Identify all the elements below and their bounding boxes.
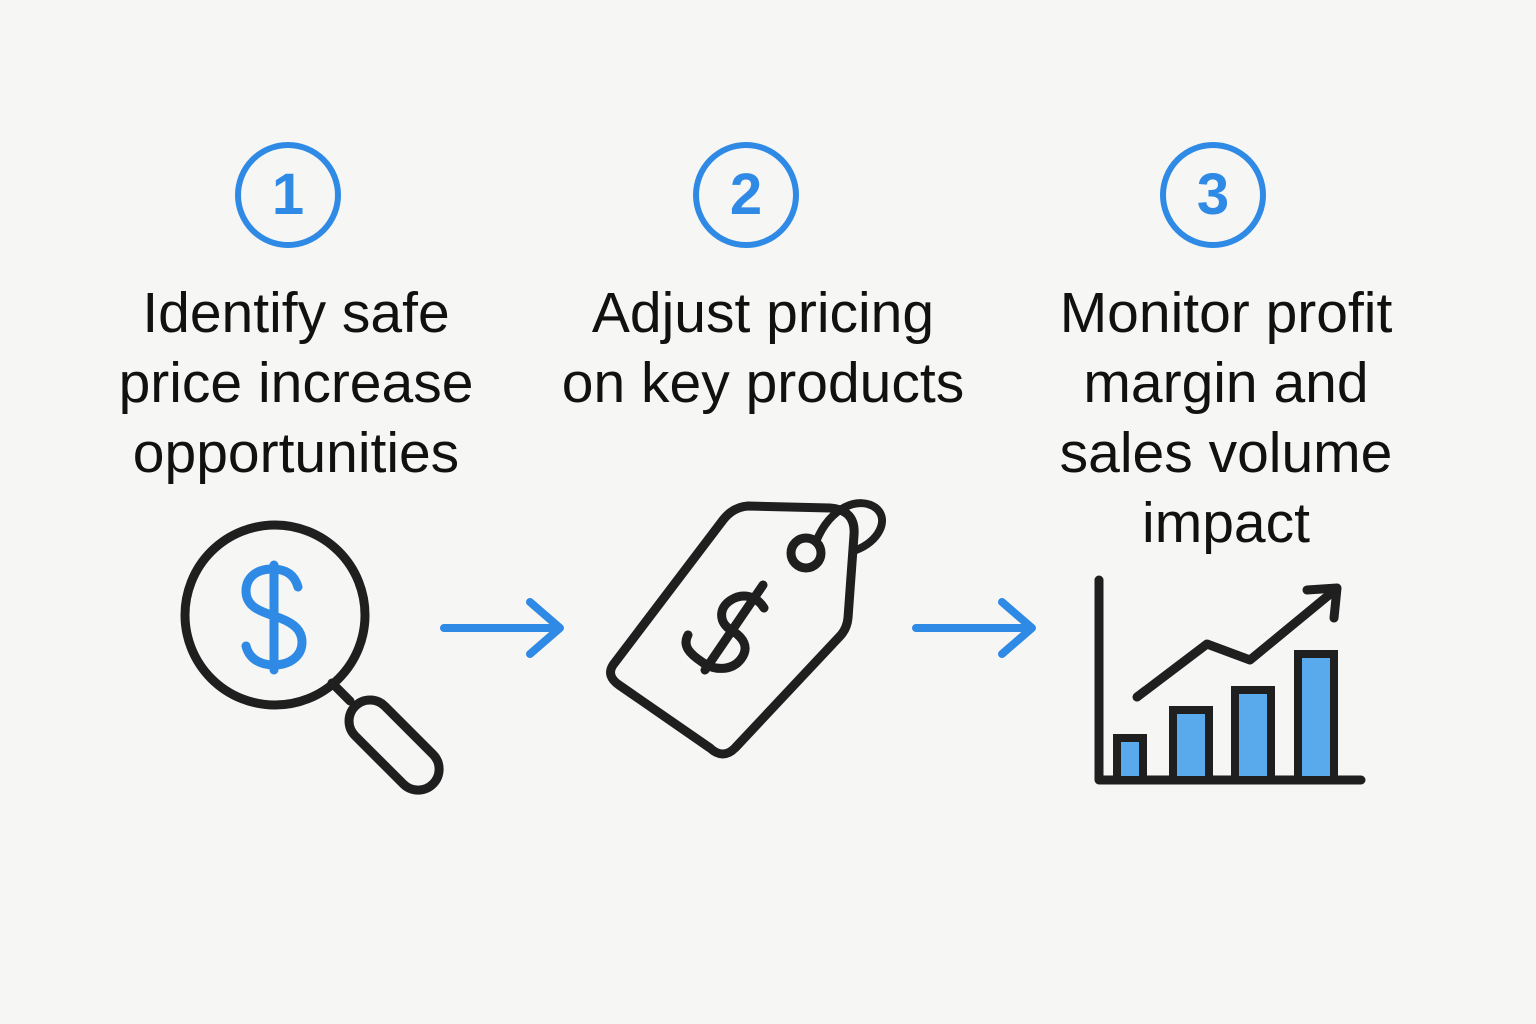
step-1-label: Identify safe price increase opportuniti… [76, 278, 516, 488]
step-2-number: 2 [729, 162, 763, 227]
step-2-label: Adjust pricing on key products [543, 278, 983, 418]
step-1-label-line: Identify safe [142, 281, 450, 345]
price-tag-dollar-icon [606, 499, 886, 759]
magnifying-glass-dollar-icon [180, 520, 444, 795]
step-3-label-line: Monitor profit [1059, 281, 1393, 345]
arrow-right-icon [912, 598, 1036, 658]
step-2-label-line: Adjust pricing [591, 281, 935, 345]
step-3-label-line: sales volume [1059, 421, 1393, 485]
step-3-number-badge: 3 [1160, 142, 1266, 248]
step-3-number: 3 [1196, 162, 1230, 227]
step-2-number-badge: 2 [693, 142, 799, 248]
bar-chart-trend-up-icon [1094, 575, 1366, 785]
step-1-label-line: opportunities [132, 421, 460, 485]
step-3-label-line: impact [1142, 491, 1310, 555]
step-1-number-badge: 1 [235, 142, 341, 248]
step-2-label-line: on key products [561, 351, 965, 415]
arrow-right-icon [440, 598, 564, 658]
step-3-label-line: margin and [1083, 351, 1369, 415]
step-1-label-line: price increase [118, 351, 474, 415]
step-1-number: 1 [271, 162, 305, 227]
step-3-label: Monitor profit margin and sales volume i… [1006, 278, 1446, 558]
